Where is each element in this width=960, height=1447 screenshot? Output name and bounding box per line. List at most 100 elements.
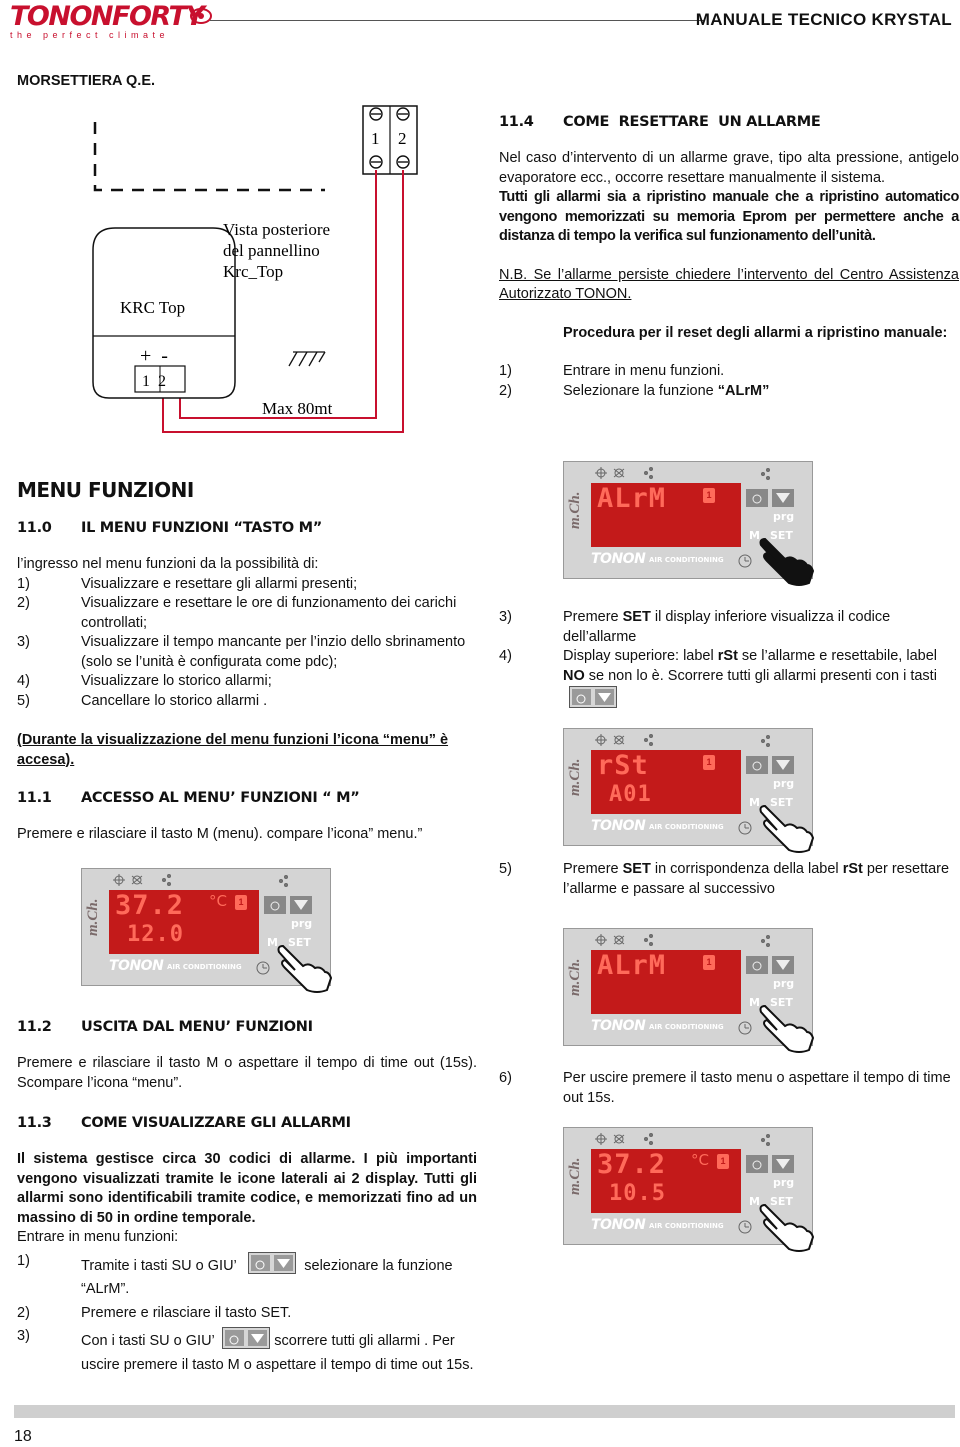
step-6: 6)Per uscire premere il tasto menu o asp… bbox=[499, 1069, 959, 1108]
list-item: 1) Tramite i tasti SU o GIU’ selezionare… bbox=[17, 1251, 453, 1297]
rear-view-line-1: Vista posteriore bbox=[223, 220, 330, 239]
set-button[interactable]: SET bbox=[770, 796, 793, 809]
controller-model-label: m.Ch. bbox=[85, 898, 101, 936]
wire-1 bbox=[179, 170, 377, 419]
terminal-1-label: 1 bbox=[371, 129, 380, 148]
display-top: rSt bbox=[597, 750, 649, 781]
max-length-label: Max 80mt bbox=[262, 399, 333, 418]
list-item: 2)Selezionare la funzione “ALrM” bbox=[499, 382, 770, 399]
unit-indicator: °C bbox=[209, 892, 227, 910]
display-top: ALrM bbox=[597, 483, 667, 514]
footer-bar bbox=[14, 1405, 955, 1418]
air-conditioning-label: AIR CONDITIONING bbox=[649, 1222, 724, 1230]
brand-logo: TONON bbox=[591, 1018, 646, 1034]
note-text: (Durante la visualizzazione del menu fun… bbox=[17, 732, 449, 768]
logo-tagline: t h e p e r f e c t c l i m a t e bbox=[10, 30, 166, 40]
alarm-icon: 1 bbox=[717, 1154, 729, 1169]
set-button[interactable]: SET bbox=[770, 996, 793, 1009]
finger-press-icon bbox=[759, 537, 815, 586]
up-down-keys-icon bbox=[569, 686, 617, 715]
list-item: 1)Entrare in menu funzioni. bbox=[499, 363, 725, 379]
list-item: 2)Premere e rilasciare il tasto SET. bbox=[17, 1304, 292, 1321]
finger-press-icon bbox=[759, 804, 815, 853]
m-button[interactable]: M bbox=[749, 1195, 760, 1208]
list-item: 6)Per uscire premere il tasto menu o asp… bbox=[499, 1070, 951, 1106]
prg-label: prg bbox=[773, 510, 795, 523]
list-item: 5)Cancellare lo storico allarmi . bbox=[17, 692, 268, 709]
controller-panel-p2: m.Ch. rSt A01 1 prg M SET TONON AIR COND… bbox=[563, 728, 815, 853]
paragraph-bold: Tutti gli allarmi sia a ripristino manua… bbox=[499, 189, 959, 244]
logo-main: TONONFORTY bbox=[10, 1, 205, 32]
set-button[interactable]: SET bbox=[288, 936, 311, 949]
list-item: 3)Visualizzare il tempo mancante per l’i… bbox=[17, 634, 466, 670]
up-down-keys-icon bbox=[248, 1251, 297, 1281]
alarm-icon: 1 bbox=[235, 895, 247, 910]
doc-title: MANUALE TECNICO KRYSTAL bbox=[695, 10, 952, 29]
step-5: 5)Premere SET in corrispondenza della la… bbox=[499, 860, 959, 899]
list-item: 4)Visualizzare lo storico allarmi; bbox=[17, 673, 272, 689]
procedure-title: Procedura per il reset degli allarmi a r… bbox=[563, 324, 948, 341]
header: TONONFORTY t h e p e r f e c t c l i m a… bbox=[0, 0, 960, 50]
krc-top-label: KRC Top bbox=[120, 298, 185, 317]
up-down-keys-icon bbox=[222, 1327, 271, 1356]
alarm-icon: 1 bbox=[703, 955, 715, 970]
m-button[interactable]: M bbox=[267, 936, 278, 949]
intro-text: l’ingresso nel menu funzioni da la possi… bbox=[17, 556, 319, 572]
krc-panel-outline bbox=[92, 227, 236, 399]
m-button[interactable]: M bbox=[749, 796, 760, 809]
page-number: 18 bbox=[14, 1428, 32, 1445]
air-conditioning-label: AIR CONDITIONING bbox=[649, 823, 724, 831]
display-bottom: 12.0 bbox=[127, 922, 184, 947]
list-item: 1)Visualizzare e resettare gli allarmi p… bbox=[17, 575, 358, 592]
plus-minus-label: + - bbox=[140, 345, 168, 367]
wiring-diagram: 1 2 KRC Top + - 1 2 Vista posteriore del… bbox=[92, 105, 418, 433]
list-item: 2)Visualizzare e resettare le ore di fun… bbox=[17, 595, 457, 631]
unit-indicator: °C bbox=[691, 1151, 709, 1169]
m-button[interactable]: M bbox=[749, 529, 760, 542]
header-rule bbox=[210, 20, 704, 21]
menu-funzioni-title: MENU FUNZIONI bbox=[17, 478, 194, 502]
logo: TONONFORTY t h e p e r f e c t c l i m a… bbox=[10, 1, 212, 42]
rear-view-line-3: Krc_Top bbox=[223, 262, 283, 281]
finger-press-icon bbox=[759, 1203, 815, 1252]
controller-panel-p5: m.Ch. 37.2 10.5 °C 1 prg M SET TONON AIR… bbox=[563, 1127, 815, 1252]
logo-swirl-icon bbox=[190, 8, 212, 29]
list-item: 3)Premere SET il display inferiore visua… bbox=[499, 609, 895, 645]
brand-logo: TONON bbox=[109, 958, 164, 974]
display-bottom: A01 bbox=[609, 782, 652, 807]
alarm-icon: 1 bbox=[703, 488, 715, 503]
prg-label: prg bbox=[773, 777, 795, 790]
display-top: 37.2 bbox=[597, 1149, 667, 1180]
m-button[interactable]: M bbox=[749, 996, 760, 1009]
terminal-title: MORSETTIERA Q.E. bbox=[17, 73, 156, 89]
prg-label: prg bbox=[773, 1176, 795, 1189]
finger-press-icon bbox=[759, 1004, 815, 1053]
controller-panel-p4: m.Ch. ALrM 1 prg M SET TONON AIR CONDITI… bbox=[563, 928, 815, 1053]
display-bottom: 10.5 bbox=[609, 1181, 666, 1206]
set-button[interactable]: SET bbox=[770, 1195, 793, 1208]
finger-press-icon bbox=[277, 944, 333, 993]
brand-logo: TONON bbox=[591, 818, 646, 834]
s113-bold-text: Il sistema gestisce circa 30 codici di a… bbox=[17, 1151, 477, 1226]
alarm-icon: 1 bbox=[703, 755, 715, 770]
controller-panel-p3: m.Ch. 37.2 12.0 °C 1 prg M SET TONON AIR… bbox=[81, 868, 333, 993]
air-conditioning-label: AIR CONDITIONING bbox=[649, 1023, 724, 1031]
set-button[interactable]: SET bbox=[770, 529, 793, 542]
brand-logo: TONON bbox=[591, 1217, 646, 1233]
air-conditioning-label: AIR CONDITIONING bbox=[649, 556, 724, 564]
wire-2 bbox=[162, 170, 404, 433]
enclosure-dashed bbox=[93, 122, 325, 192]
display-top: ALrM bbox=[597, 950, 667, 981]
list-item: 4)Display superiore: label rSt se l’alla… bbox=[499, 647, 959, 715]
krc-terminals-label: 1 2 bbox=[142, 373, 166, 390]
brand-logo: TONON bbox=[591, 551, 646, 567]
rear-view-line-2: del pannellino bbox=[223, 241, 320, 260]
controller-model-label: m.Ch. bbox=[567, 958, 583, 996]
